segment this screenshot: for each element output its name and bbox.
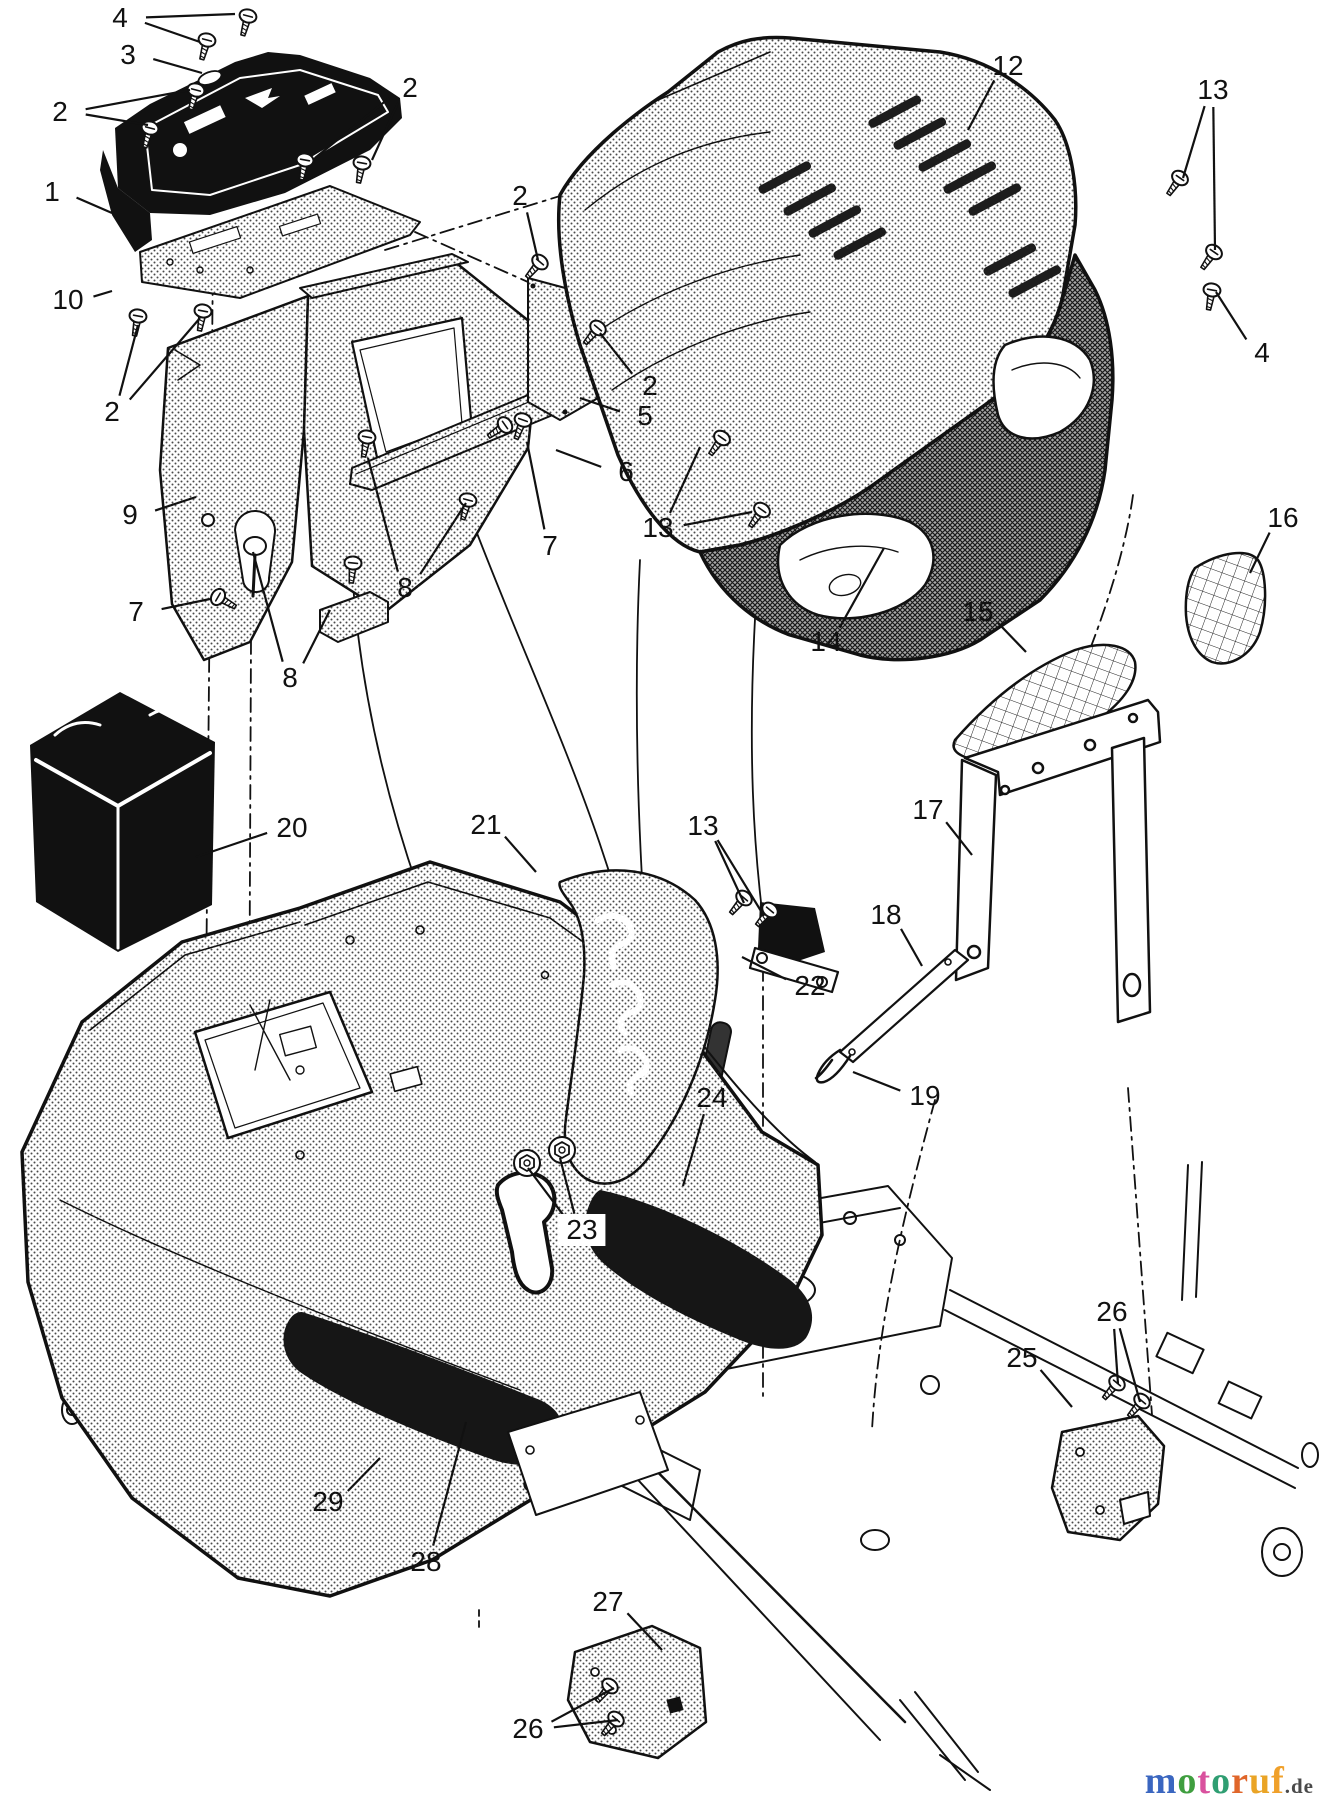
callout-2: 2 <box>402 72 418 103</box>
callout-13: 13 <box>642 512 674 543</box>
battery-box-20 <box>30 692 215 952</box>
callout-26: 26 <box>512 1713 544 1744</box>
footrest-pad-24 <box>585 1190 813 1349</box>
headlight-left <box>776 512 935 620</box>
bracket-10 <box>139 185 421 299</box>
callout-4: 4 <box>1254 337 1270 368</box>
callout-2: 2 <box>642 370 658 401</box>
callout-13: 13 <box>1197 74 1229 105</box>
callout-27: 27 <box>592 1586 624 1617</box>
callout-6: 6 <box>618 456 634 487</box>
callout-8: 8 <box>282 662 298 693</box>
bracket-27 <box>566 1624 708 1760</box>
watermark-suffix: .de <box>1284 1774 1314 1798</box>
callout-23: 23 <box>558 1214 606 1246</box>
callout-12: 12 <box>992 50 1024 81</box>
callout-22: 22 <box>794 970 826 1001</box>
cotter-pin-19 <box>814 1048 852 1084</box>
hood-vents <box>758 95 1062 298</box>
seat-deck-opening <box>193 990 374 1140</box>
callout-2: 2 <box>104 396 120 427</box>
callout-21: 21 <box>470 809 502 840</box>
callout-3: 3 <box>120 39 136 70</box>
headlight-right <box>992 335 1095 440</box>
callout-8: 8 <box>397 572 413 603</box>
callout-20: 20 <box>276 812 308 843</box>
footrest-pad-28 <box>283 1312 563 1465</box>
callout-24: 24 <box>696 1082 728 1113</box>
hood-12 <box>556 35 1115 662</box>
watermark-text: motoruf <box>1144 1760 1285 1800</box>
callout-7: 7 <box>542 530 558 561</box>
callout-29: 29 <box>312 1486 344 1517</box>
callout-10: 10 <box>52 284 84 315</box>
lift-rod-18 <box>814 948 970 1084</box>
callout-16: 16 <box>1267 502 1299 533</box>
lens-16 <box>1184 551 1267 665</box>
watermark-logo: motoruf.de <box>1145 1762 1314 1800</box>
bracket-25 <box>1050 1414 1166 1542</box>
callout-25: 25 <box>1006 1342 1038 1373</box>
clip-3 <box>197 70 223 86</box>
callout-15: 15 <box>962 596 994 627</box>
callout-14: 14 <box>810 626 842 657</box>
callout-18: 18 <box>870 899 902 930</box>
callout-5: 5 <box>637 400 653 431</box>
dash-panel-1 <box>100 52 402 252</box>
callout-28: 28 <box>410 1546 442 1577</box>
callout-9: 9 <box>122 499 138 530</box>
callout-26: 26 <box>1096 1296 1128 1327</box>
callout-4: 4 <box>112 2 128 33</box>
callout-17: 17 <box>912 794 944 825</box>
callout-19: 19 <box>909 1080 941 1111</box>
support-bracket-17 <box>954 698 1162 1024</box>
fender-handle-recess <box>494 1170 557 1295</box>
deck-plate <box>507 1391 669 1516</box>
trim-21 <box>558 869 719 1185</box>
callout-7: 7 <box>128 596 144 627</box>
callout-2: 2 <box>52 96 68 127</box>
callout-1: 1 <box>44 176 60 207</box>
dash-tower-9 <box>158 253 613 662</box>
callout-13: 13 <box>687 810 719 841</box>
callout-2: 2 <box>512 180 528 211</box>
